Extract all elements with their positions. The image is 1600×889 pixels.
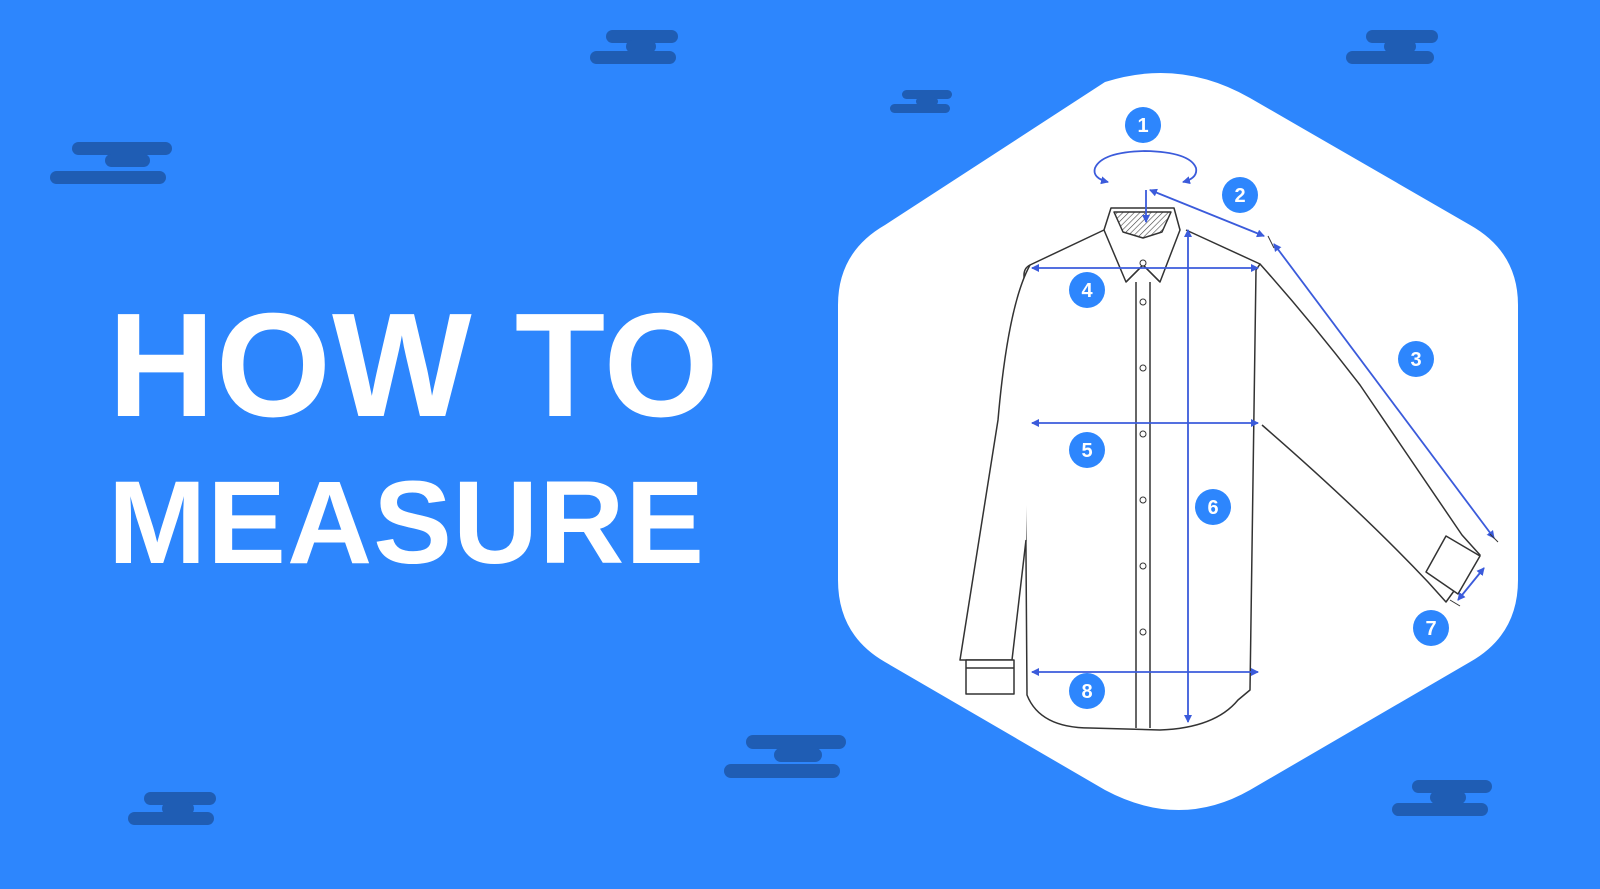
badge-label: 1 [1137,115,1148,137]
measurement-lines [1031,150,1495,723]
cloud-decoration [1392,780,1497,818]
badge-7: 7 [1413,610,1449,646]
badge-6: 6 [1195,489,1231,525]
title-line-1: HOW TO [108,283,720,448]
badge-5: 5 [1069,432,1105,468]
badge-label: 7 [1425,618,1436,640]
badge-1: 1 [1125,107,1161,143]
cloud-decoration [1346,30,1441,66]
cloud-decoration [724,735,849,780]
measure-line-2 [1149,188,1265,238]
cloud-decoration [890,90,955,116]
measure-line-3 [1273,243,1495,539]
badge-label: 4 [1081,280,1093,302]
badge-2: 2 [1222,177,1258,213]
guide-ticks [1267,235,1499,607]
badge-label: 3 [1410,349,1421,371]
title-line-2: MEASURE [108,457,706,589]
cloud-decoration [590,30,680,66]
badge-label: 5 [1081,440,1092,462]
badge-label: 8 [1081,681,1092,703]
badge-label: 6 [1207,497,1218,519]
cloud-decoration [50,142,175,187]
measure-line-7 [1457,567,1485,601]
measure-line-1 [1093,150,1198,185]
cloud-decoration [128,792,223,826]
badge-3: 3 [1398,341,1434,377]
badge-8: 8 [1069,673,1105,709]
badge-label: 2 [1234,185,1245,207]
shirt-buttons [1139,259,1147,636]
badge-4: 4 [1069,272,1105,308]
